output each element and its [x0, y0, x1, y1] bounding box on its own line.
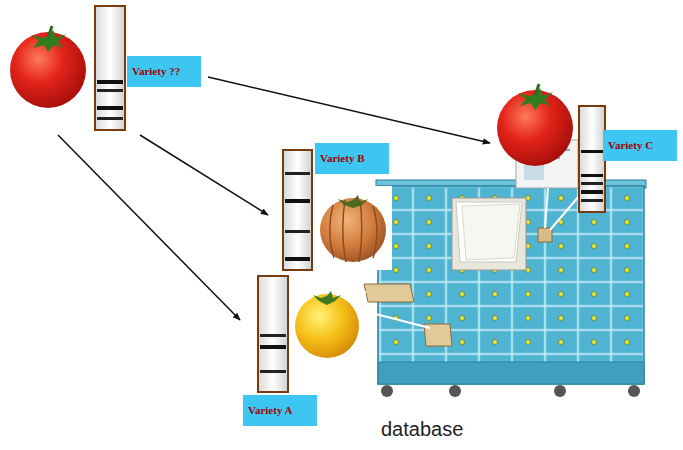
variety-group: Variety ??	[8, 4, 208, 135]
arrow-connector	[208, 77, 490, 143]
arrow-connector	[58, 135, 240, 320]
variety-label: Variety A	[243, 395, 317, 426]
variety-label: Variety ??	[127, 56, 201, 87]
arrow-connector	[140, 135, 268, 215]
variety-group: Variety B	[268, 140, 392, 272]
variety-label: Variety B	[315, 143, 389, 174]
variety-group: Variety C	[490, 92, 680, 214]
variety-group: Variety A	[240, 272, 364, 428]
caption-label: database	[381, 418, 463, 441]
variety-label: Variety C	[603, 130, 677, 161]
